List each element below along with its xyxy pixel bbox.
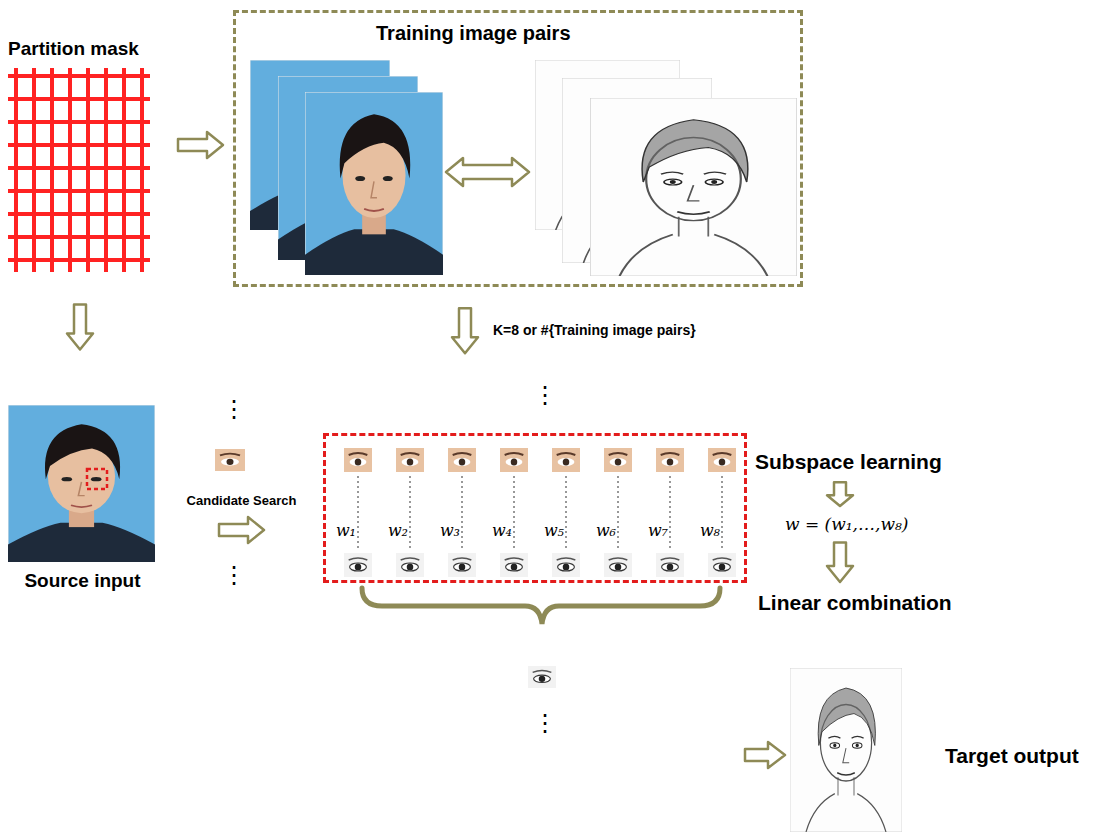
photo-patch [500,448,528,472]
ellipsis-mark: ⋮ [222,396,246,422]
photo-patch [708,448,736,472]
ellipsis-mark: ⋮ [533,710,557,736]
sketch-patch [708,553,736,577]
result-patch [528,666,556,688]
sketch-patch [500,553,528,577]
photo-patch [552,448,580,472]
query-patch [215,449,245,471]
block-arrow [827,542,853,582]
photo-patch [656,448,684,472]
group-box: Training image pairs [233,10,803,287]
image-panel: Source input [5,400,160,597]
sketch-patch [604,553,632,577]
weight-label: w₅ [540,521,564,540]
sketch-patch [448,553,476,577]
weight-label: w₁ [332,521,356,540]
brace [362,588,720,624]
block-arrow [452,308,478,353]
output-arrow [745,742,785,768]
candidate-box: w₁ w₂ w₃ w₄ w₅ w₆ w₇ w₈ [323,433,747,583]
weight-label: w₆ [592,521,616,540]
block-arrow [219,517,264,543]
node-text: Linear combination [758,590,952,615]
node-text: Partition mask [8,38,168,61]
photo-patch [448,448,476,472]
ellipsis-mark: ⋮ [533,382,557,408]
node-text: Training image pairs [376,21,571,45]
candidate-columns [344,448,736,577]
weight-label: w₄ [488,521,512,540]
sketch-patch [552,553,580,577]
node-text: Subspace learning [755,449,942,474]
weight-label: w₃ [436,521,460,540]
block-arrow [67,304,93,349]
partition-grid [8,68,150,272]
photo-patch [344,448,372,472]
training-sketches [535,60,797,276]
weight-label: w₂ [384,521,408,540]
image-panel: Partition mask [8,38,168,274]
weight-vector: w = (w₁,…,w₈) [782,512,911,536]
face-photo [305,92,443,275]
ellipsis-mark: ⋮ [222,562,246,588]
photo-patch [396,448,424,472]
patch-marker [87,469,107,489]
sketch-patch [656,553,684,577]
node-text: Target output [945,743,1079,768]
node-text: w = (w₁,…,w₈) [785,514,908,534]
weight-label: w₇ [644,521,668,540]
weight-label: w₈ [696,521,720,540]
double-arrow [446,158,529,186]
output-sketch [790,668,902,832]
image-panel: Target output [790,665,1105,835]
training-photos [250,60,443,275]
step-label: Linear combination [755,588,955,617]
step-label: Subspace learning [752,447,945,476]
node-text: Source input [5,570,160,593]
block-arrow [178,132,223,158]
block-arrow [827,482,853,506]
edge-label: Candidate Search [187,493,297,509]
photo-patch [604,448,632,472]
sketch-patch [396,553,424,577]
sketch-patch [344,553,372,577]
edge-label: K=8 or #{Training image pairs} [493,322,696,339]
source-photo [8,405,155,562]
face-sketch [590,98,797,276]
